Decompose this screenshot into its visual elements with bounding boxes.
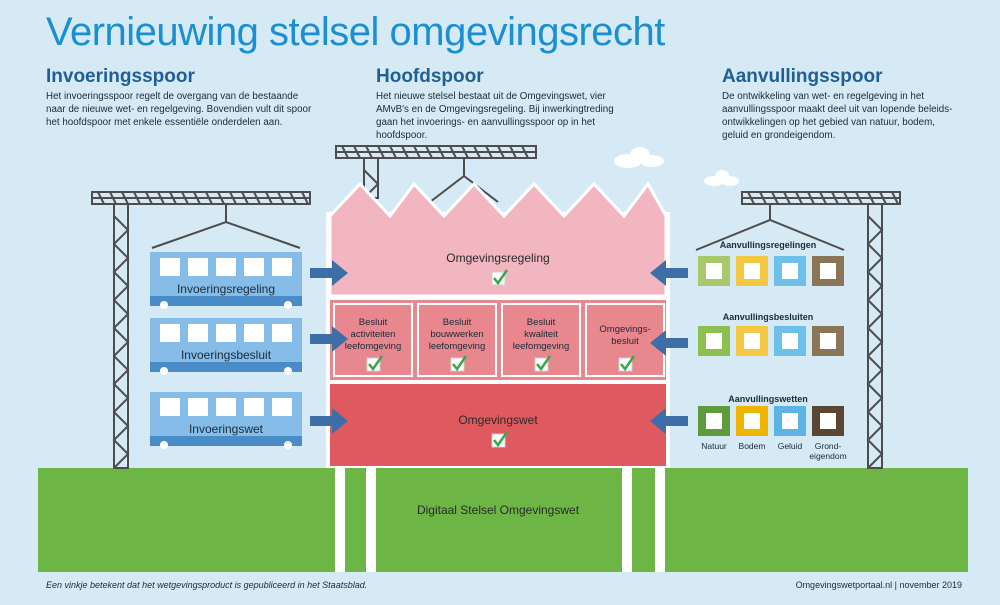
footer-source: Omgevingswetportaal.nl | november 2019 (795, 580, 962, 590)
aanvullingsspoor-heading: Aanvullingsspoor (722, 66, 883, 87)
page-title: Vernieuwing stelsel omgevingsrecht (46, 10, 665, 54)
middle-crane (335, 145, 537, 203)
aanvullingswet-box[interactable] (736, 406, 768, 436)
checkmark-icon (618, 355, 636, 372)
besluit-block[interactable]: Omgevings-besluit (585, 303, 665, 377)
besluit-label: leefomgeving (513, 341, 570, 352)
aanvulling-item-label: Natuur (701, 441, 727, 451)
aanvullingsregeling-box[interactable] (698, 256, 730, 286)
besluit-label: kwaliteit (524, 329, 558, 340)
arrow-right-icon (310, 326, 348, 352)
aanvullingsbesluit-box[interactable] (698, 326, 730, 356)
aanvulling-item-label: Bodem (739, 441, 766, 451)
aanvullingsbesluiten-label: Aanvullingsbesluiten (723, 312, 814, 322)
aanvullingsbesluit-box[interactable] (774, 326, 806, 356)
checkmark-icon (491, 431, 509, 448)
hoofdspoor-heading: Hoofdspoor (376, 66, 484, 87)
aanvullingsspoor-text: De ontwikkeling van wet- en regelgeving … (722, 91, 953, 141)
aanvullingsregeling-box[interactable] (736, 256, 768, 286)
checkmark-icon (534, 355, 552, 372)
besluit-label: leefomgeving (429, 341, 486, 352)
checkmark-icon (491, 269, 509, 286)
digitaal-stelsel-label: Digitaal Stelsel Omgevingswet (417, 503, 580, 517)
invoeringsregeling-label: Invoeringsregeling (177, 282, 275, 296)
invoeringswet-label: Invoeringswet (189, 422, 264, 436)
aanvullingswetten-label: Aanvullingswetten (728, 394, 808, 404)
besluit-label: besluit (611, 336, 639, 347)
cloud-icon (614, 147, 664, 168)
omgevingsregeling-block[interactable] (328, 181, 668, 298)
arrow-left-icon (650, 260, 688, 286)
omgevingsregeling-label: Omgevingsregeling (446, 251, 549, 265)
building-pillars (335, 466, 665, 572)
aanvulling-item-label: Grond- (815, 441, 842, 451)
arrow-left-icon (650, 330, 688, 356)
besluit-label: Besluit (359, 317, 388, 328)
omgevingswet-block[interactable] (330, 384, 666, 466)
besluit-label: activiteiten (351, 329, 396, 340)
cloud-icon (704, 170, 739, 186)
footer-note: Een vinkje betekent dat het wetgevingspr… (46, 580, 368, 590)
aanvullingsregeling-box[interactable] (774, 256, 806, 286)
invoeringsbesluit-label: Invoeringsbesluit (181, 348, 272, 362)
aanvullingsregeling-box[interactable] (812, 256, 844, 286)
aanvulling-item-label: Geluid (778, 441, 803, 451)
aanvulling-item-label: eigendom (809, 451, 846, 461)
arrows (310, 260, 688, 434)
ground (38, 468, 968, 572)
right-crane (695, 191, 901, 469)
besluit-label: leefomgeving (345, 341, 402, 352)
omgevingswet-label: Omgevingswet (458, 413, 538, 427)
invoeringsspoor-text: Het invoeringsspoor regelt de overgang v… (46, 91, 312, 128)
aanvullingsbesluit-box[interactable] (736, 326, 768, 356)
besluit-label: Besluit (443, 317, 472, 328)
aanvullingswet-box[interactable] (774, 406, 806, 436)
besluit-label: Omgevings- (599, 324, 650, 335)
besluit-label: Besluit (527, 317, 556, 328)
besluit-label: bouwwerken (430, 329, 483, 340)
arrow-left-icon (650, 408, 688, 434)
invoeringsspoor-heading: Invoeringsspoor (46, 66, 195, 87)
hoofdspoor-text: Het nieuwe stelsel bestaat uit de Omgevi… (376, 91, 614, 141)
invoeringswet-module[interactable]: Invoeringswet (150, 392, 302, 449)
arrow-right-icon (310, 260, 348, 286)
aanvullingswet-box[interactable] (812, 406, 844, 436)
invoeringsbesluit-module[interactable]: Invoeringsbesluit (150, 318, 302, 375)
checkmark-icon (366, 355, 384, 372)
invoeringsregeling-module[interactable]: Invoeringsregeling (150, 252, 302, 309)
aanvullingsbesluit-box[interactable] (812, 326, 844, 356)
left-crane (91, 191, 311, 469)
arrow-right-icon (310, 408, 348, 434)
aanvullingswet-box[interactable] (698, 406, 730, 436)
aanvullingsregelingen-label: Aanvullingsregelingen (720, 240, 817, 250)
checkmark-icon (450, 355, 468, 372)
